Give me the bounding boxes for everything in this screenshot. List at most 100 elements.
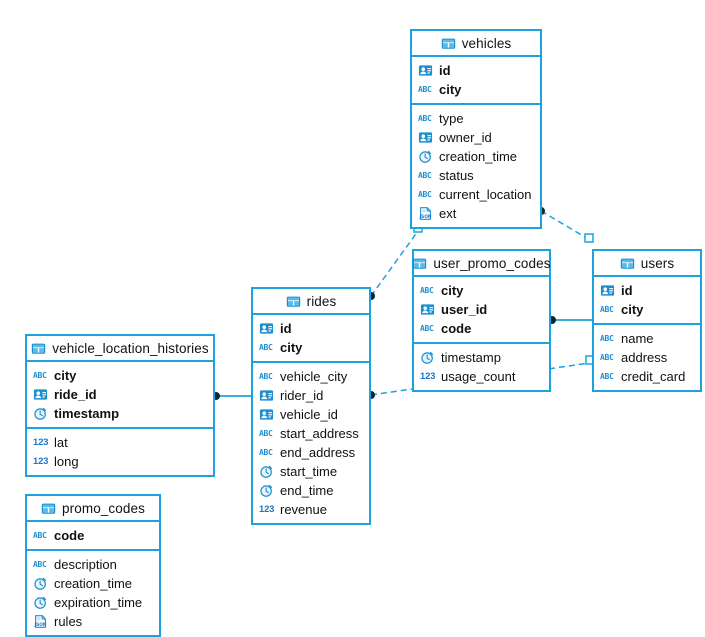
column-name: revenue xyxy=(280,502,327,517)
abc-string-icon: ABC xyxy=(420,286,434,295)
column-name: long xyxy=(54,454,79,469)
123-number-icon: 123 xyxy=(259,504,275,515)
primary-key-row[interactable]: ride_id xyxy=(27,385,213,404)
abc-string-icon: ABC xyxy=(33,531,47,540)
primary-key-row[interactable]: id xyxy=(253,319,369,338)
relationship-endpoint-square xyxy=(584,233,594,243)
table-header-promo_codes[interactable]: promo_codes xyxy=(27,496,159,522)
column-row[interactable]: ABC name xyxy=(594,329,700,348)
primary-key-row[interactable]: user_id xyxy=(414,300,549,319)
id-card-icon xyxy=(259,323,274,334)
relationship-upc-users[interactable] xyxy=(548,316,592,324)
abc-string-icon: ABC xyxy=(600,353,614,362)
primary-key-row[interactable]: id xyxy=(412,61,540,80)
relationship-vehicles-users[interactable] xyxy=(537,207,594,243)
column-name: city xyxy=(54,368,77,383)
relationship-vlh-rides[interactable] xyxy=(212,392,251,400)
column-row[interactable]: 123 long xyxy=(27,452,213,471)
column-name: city xyxy=(441,283,464,298)
column-row[interactable]: end_time xyxy=(253,481,369,500)
table-header-vehicle_location_histories[interactable]: vehicle_location_histories xyxy=(27,336,213,362)
id-card-icon xyxy=(420,304,435,315)
column-name: address xyxy=(621,350,668,365)
123-number-icon: 123 xyxy=(33,456,49,467)
column-row[interactable]: ABC address xyxy=(594,348,700,367)
column-name: status xyxy=(439,168,474,183)
primary-key-row[interactable]: timestamp xyxy=(27,404,213,423)
column-row[interactable]: vehicle_id xyxy=(253,405,369,424)
column-name: ext xyxy=(439,206,457,221)
abc-string-icon: ABC xyxy=(418,85,432,94)
column-row[interactable]: rider_id xyxy=(253,386,369,405)
table-grid-icon xyxy=(286,296,300,307)
clock-icon xyxy=(260,465,273,478)
column-row[interactable]: creation_time xyxy=(412,147,540,166)
clock-icon xyxy=(34,596,47,609)
abc-string-icon: ABC xyxy=(33,371,47,380)
column-name: city xyxy=(621,302,644,317)
table-header-user_promo_codes[interactable]: user_promo_codes xyxy=(413,251,550,277)
column-name: creation_time xyxy=(439,149,518,164)
column-name: description xyxy=(54,557,117,572)
column-name: end_time xyxy=(280,483,334,498)
column-name: usage_count xyxy=(441,369,516,384)
table-header-rides[interactable]: rides xyxy=(253,289,369,315)
column-name: user_id xyxy=(441,302,488,317)
clock-icon xyxy=(260,484,273,497)
column-name: credit_card xyxy=(621,369,686,384)
column-row[interactable]: expiration_time xyxy=(27,593,159,612)
abc-string-icon: ABC xyxy=(600,334,614,343)
column-name: creation_time xyxy=(54,576,133,591)
column-name: timestamp xyxy=(441,350,501,365)
table-grid-icon xyxy=(413,258,427,269)
column-row[interactable]: ABC credit_card xyxy=(594,367,700,386)
abc-string-icon: ABC xyxy=(600,372,614,381)
id-card-icon xyxy=(600,285,615,296)
column-row[interactable]: 123 revenue xyxy=(253,500,369,519)
primary-key-row[interactable]: ABC city xyxy=(414,281,549,300)
table-grid-icon xyxy=(32,343,46,354)
column-row[interactable]: JSON ext xyxy=(412,204,540,223)
column-name: code xyxy=(54,528,85,543)
column-row[interactable]: creation_time xyxy=(27,574,159,593)
column-row[interactable]: JSON rules xyxy=(27,612,159,631)
column-name: name xyxy=(621,331,654,346)
column-row[interactable]: start_time xyxy=(253,462,369,481)
id-card-icon xyxy=(418,65,433,76)
abc-string-icon: ABC xyxy=(420,324,434,333)
column-row[interactable]: owner_id xyxy=(412,128,540,147)
table-header-users[interactable]: users xyxy=(594,251,700,277)
table-header-vehicles[interactable]: vehicles xyxy=(412,31,540,57)
primary-key-row[interactable]: ABC city xyxy=(27,366,213,385)
primary-key-row[interactable]: ABC code xyxy=(27,526,159,545)
primary-key-row[interactable]: id xyxy=(594,281,700,300)
abc-string-icon: ABC xyxy=(259,372,273,381)
column-row[interactable]: timestamp xyxy=(414,348,549,367)
